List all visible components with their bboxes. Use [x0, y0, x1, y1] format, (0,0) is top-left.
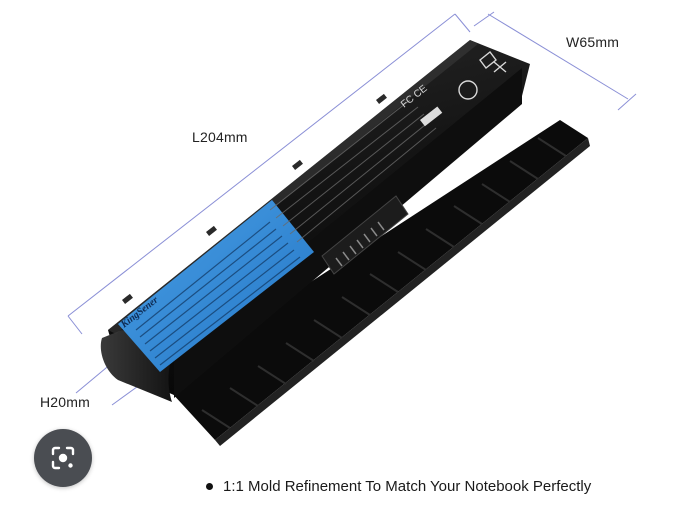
battery-rail: [160, 120, 590, 446]
bullet-dot: [206, 483, 213, 490]
feature-caption-text: 1:1 Mold Refinement To Match Your Notebo…: [223, 478, 592, 495]
battery-connector: [321, 195, 409, 275]
image-search-icon: [51, 446, 75, 470]
feature-caption: 1:1 Mold Refinement To Match Your Notebo…: [206, 478, 591, 495]
width-dimension-label: W65mm: [566, 34, 620, 50]
warning-label-text: [269, 99, 437, 243]
side-latches: [122, 93, 387, 304]
length-dimension-label: L204mm: [192, 129, 248, 145]
height-dimension-label: H20mm: [40, 394, 91, 410]
rail-ribs: [201, 137, 567, 429]
dimension-lines: [67, 11, 637, 406]
image-search-button[interactable]: [34, 429, 92, 487]
small-white-sticker: [420, 106, 443, 127]
